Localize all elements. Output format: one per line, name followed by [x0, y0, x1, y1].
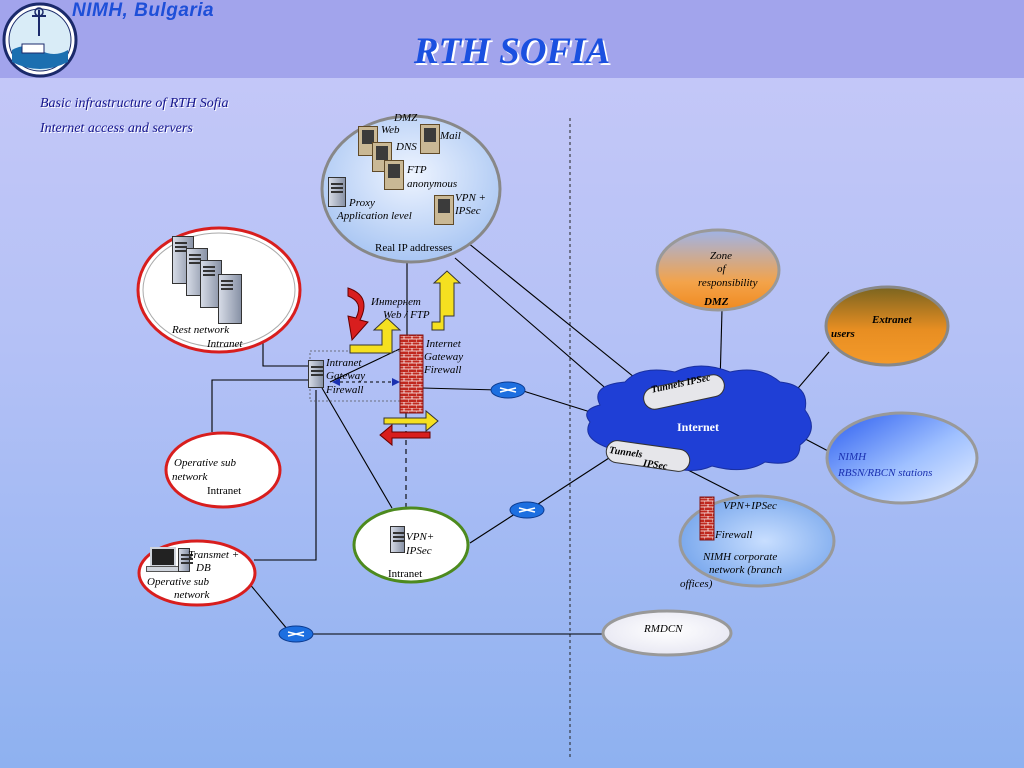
internet-firewall [399, 334, 424, 414]
zone-ellipse [655, 228, 781, 312]
tunnel-top [643, 374, 725, 410]
transmet-line4: network [174, 589, 210, 601]
corp-line5: offices) [680, 578, 713, 590]
dmz-label: DMZ [394, 112, 418, 124]
vpn-server-icon [434, 195, 454, 225]
corp-line2: Firewall [715, 529, 753, 541]
internet-gw-line1: Internet [426, 338, 461, 350]
rbsn-line1: NIMH [838, 451, 867, 463]
router-1 [490, 381, 526, 399]
corporate-firewall [699, 496, 715, 541]
transmet-monitor-icon [150, 547, 176, 567]
operative-sub-line1: Operative sub [174, 457, 237, 469]
vpn-intranet-ellipse [352, 506, 470, 584]
intranet-gw-line3: Firewall [326, 384, 364, 396]
network-lines [211, 229, 831, 635]
vpn-intranet-line1: VPN+ [406, 531, 435, 543]
corp-line3: NIMH corporate [703, 551, 778, 563]
dmz-vpn-label: VPN + [455, 192, 486, 204]
yellow-up-arrow [349, 317, 402, 354]
intranet-gateway-icon [308, 360, 324, 388]
operative-sub-line3: Intranet [207, 485, 242, 497]
rmdcn-ellipse [601, 609, 733, 657]
internet-label: Internet [677, 420, 719, 434]
corp-line1: VPN+IPSec [723, 500, 777, 512]
ftp-label: FTP [407, 164, 427, 176]
subtitle-infrastructure: Basic infrastructure of RTH Sofia [40, 96, 229, 111]
zone-dmz-label: DMZ [704, 296, 729, 308]
transmet-line3: Operative sub [147, 576, 210, 588]
nimh-logo [2, 2, 78, 78]
yellow-right-arrow [431, 270, 462, 331]
slide-title: RTH SOFIA [413, 31, 611, 72]
proxy-server-icon [328, 177, 346, 207]
rest-intranet-label: Intranet [207, 338, 243, 350]
zone-line2: of [717, 263, 726, 275]
header-band [0, 0, 1024, 78]
web-ftp-label: Web / FTP [383, 309, 430, 321]
internet-web-label: Интернет [371, 296, 421, 308]
intranet-gw-line2: Gateway [326, 370, 366, 382]
rbsn-ellipse [825, 411, 979, 505]
extranet-users-label: users [831, 328, 855, 340]
extranet-ellipse [824, 285, 950, 367]
real-ip-label: Real IP addresses [375, 242, 453, 254]
proxy-level-label: Application level [337, 210, 412, 222]
internet-gw-line2: Gateway [424, 351, 464, 363]
operative-sub-ellipse [164, 431, 282, 509]
transmet-server-icon [178, 548, 193, 572]
keyboard-icon [146, 566, 180, 572]
corp-line4: network (branch [709, 564, 783, 576]
zone-line3: responsibility [698, 277, 758, 289]
dmz-ipsec-label: IPSec [455, 205, 481, 217]
router-2 [509, 501, 545, 519]
intranet-gw-line1: Intranet [326, 357, 362, 369]
internet-gw-line3: Firewall [424, 364, 462, 376]
vpn-intranet-line2: IPSec [406, 545, 432, 557]
rmdcn-label: RMDCN [644, 623, 683, 635]
ftp-server-icon [384, 160, 404, 190]
transmet-line2: DB [196, 562, 211, 574]
router-3 [278, 625, 314, 643]
extranet-label: Extranet [872, 314, 912, 326]
operative-sub-line2: network [172, 471, 208, 483]
web-label: Web [381, 124, 400, 136]
dns-label: DNS [396, 141, 417, 153]
corporate-ellipse [678, 494, 836, 588]
ftp-anonymous-label: anonymous [407, 178, 458, 190]
tunnel-bottom [605, 440, 691, 472]
zone-line1: Zone [710, 250, 732, 262]
red-arrow-left [379, 423, 431, 447]
org-name: NIMH, Bulgaria [72, 0, 215, 21]
mail-server-icon [420, 124, 440, 154]
subtitle-internet-access: Internet access and servers [40, 121, 193, 136]
rest-server-icon-4 [218, 274, 242, 324]
rbsn-line2: RBSN/RBCN stations [838, 467, 933, 479]
vpn-gateway-icon [390, 526, 405, 553]
yellow-arrow-right [383, 409, 439, 433]
transmet-line1: Transmet + [188, 549, 240, 561]
proxy-label: Proxy [349, 197, 375, 209]
vpn-intranet-line3: Intranet [388, 568, 423, 580]
rest-network-label: Rest network [172, 324, 230, 336]
red-curved-arrow [347, 287, 369, 342]
mail-label: Mail [440, 130, 461, 142]
